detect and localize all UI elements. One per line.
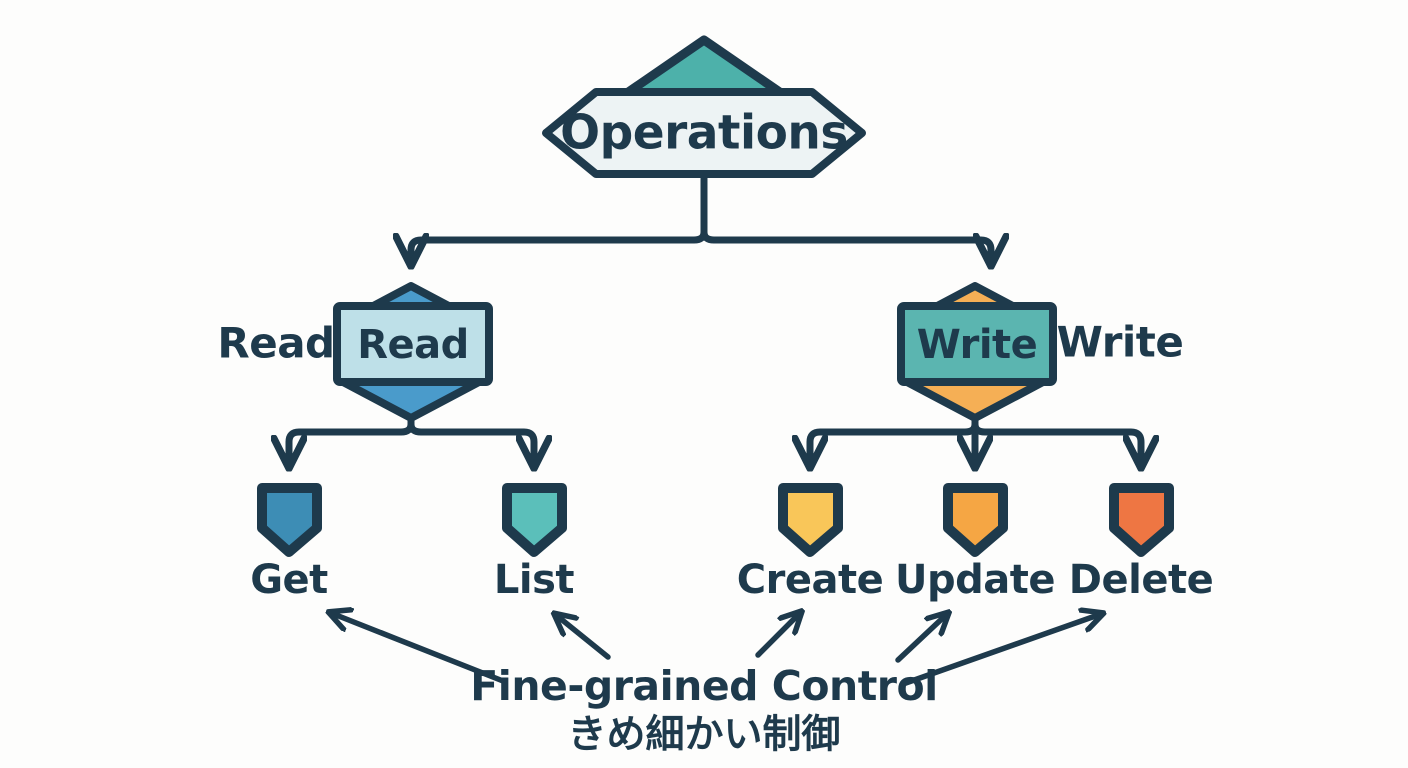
node-get[interactable]: Get [250,483,329,603]
write-node-label: Write [917,322,1038,368]
delete-label: Delete [1069,557,1213,603]
node-read[interactable]: Read [333,282,493,422]
caption-line-ja: きめ細かい制御 [567,713,840,758]
connector-group-root [411,166,991,262]
caption-arrow-to-delete [900,614,1101,687]
connector-read-to-list [407,420,534,464]
caption-arrow-group [331,613,1101,687]
node-write[interactable]: Write [897,282,1057,422]
caption-block: Fine-grained Control きめ細かい制御 [470,662,938,758]
get-label: Get [250,557,328,603]
write-plate-shape [897,302,1057,386]
list-label: List [494,557,575,603]
operations-hexagon-shape [542,88,866,178]
read-side-label: Read [217,319,334,368]
get-shield-shape [257,483,322,557]
create-shield-shape [778,483,843,557]
delete-shield-shape [1109,483,1174,557]
connector-read-to-get [289,420,415,464]
connector-write-to-create [810,420,979,464]
update-shield-shape [943,483,1008,557]
node-delete[interactable]: Delete [1069,483,1214,603]
node-list[interactable]: List [494,483,575,603]
list-shield-shape [502,483,567,557]
node-operations[interactable]: Operations [542,35,866,178]
node-create[interactable]: Create [737,483,884,603]
write-side-label: Write [1057,318,1184,367]
connector-root-to-write [700,220,991,262]
caption-arrow-to-update [895,614,947,663]
caption-line-en: Fine-grained Control [470,662,937,710]
connector-root-to-read [411,220,708,262]
update-label: Update [895,557,1055,603]
node-update[interactable]: Update [895,483,1056,603]
read-node-label: Read [357,322,469,368]
operations-label: Operations [560,106,848,161]
caption-arrow-to-list [556,615,611,660]
create-label: Create [737,557,883,603]
caption-arrow-to-get [331,613,506,684]
connector-write-to-delete [971,420,1141,464]
read-plate-shape [333,302,493,386]
caption-arrow-to-create [755,613,800,658]
